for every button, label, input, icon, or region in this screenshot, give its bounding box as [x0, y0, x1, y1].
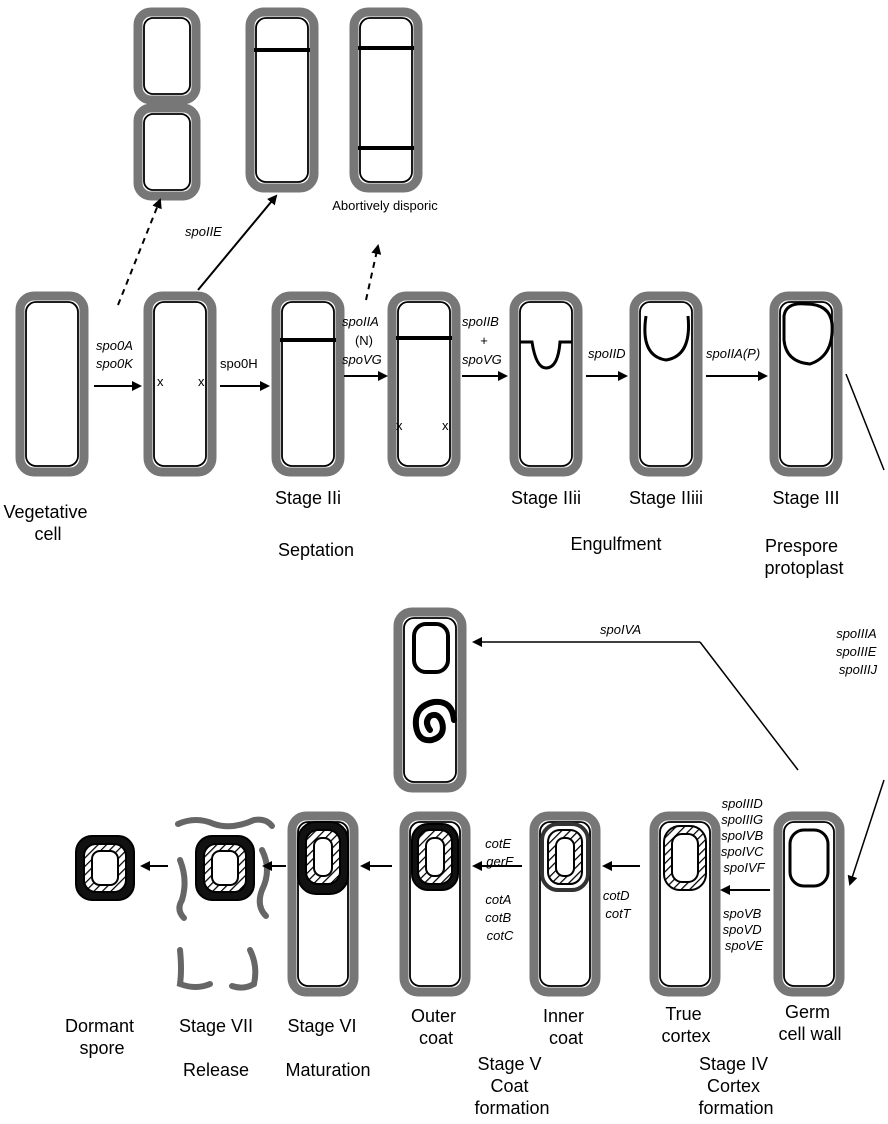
label-outer-coat: Outer coat — [411, 1006, 461, 1048]
stage-iii-cell — [774, 296, 838, 472]
daughter-cell-top — [138, 12, 196, 100]
gene-spoIIB: spoIIB — [462, 314, 499, 329]
dashed-arrow-1 — [118, 200, 160, 305]
label-release: Release — [183, 1060, 249, 1080]
abortive-cell — [354, 12, 418, 188]
gene-spoIIA: spoIIA — [342, 314, 379, 329]
stage-vii-release — [178, 820, 272, 988]
label-engulfment: Engulfment — [570, 534, 661, 554]
lysed-wall-fragment-2 — [179, 860, 184, 918]
gene-spo0H: spo0H — [220, 356, 258, 371]
label-stage-vi: Stage VI — [287, 1016, 356, 1036]
true-cortex-cell — [654, 816, 716, 992]
lysed-wall-fragment-1 — [178, 820, 272, 827]
gene-spoVG-1: spoVG — [342, 352, 382, 367]
gene-list-stage-iv-lower: spoVB spoVD spoVE — [723, 906, 766, 953]
label-true-cortex: True cortex — [661, 1004, 710, 1046]
label-stage-iii-iii: Stage IIiii — [629, 488, 703, 508]
gene-N: (N) — [355, 333, 373, 348]
line-to-spoIVA — [700, 642, 798, 770]
stage-iii-iii-cell — [634, 296, 698, 472]
gene-spoIII-list: spoIIIA spoIIIE spoIIIJ — [836, 626, 880, 677]
gene-list-stage-iv-upper: spoIIID spoIIIG spoIVB spoIVC spoIVF — [721, 796, 767, 875]
marker-x-1: x — [157, 374, 164, 389]
vegetative-cell — [20, 296, 84, 472]
label-stage-iv: Stage IV Cortex formation — [698, 1054, 773, 1118]
gene-spoIID: spoIID — [588, 346, 626, 361]
lysed-wall-fragment-3 — [260, 850, 267, 916]
label-stage-iii-i: Stage IIi — [275, 488, 341, 508]
long-arrow-line — [846, 374, 884, 470]
label-maturation: Maturation — [285, 1060, 370, 1080]
label-stage-v: Stage V Coat formation — [474, 1054, 549, 1118]
marker-x-3: x — [396, 418, 403, 433]
gene-list-cotE-gerE: cotE gerE — [485, 836, 515, 869]
stage-iii-i-cell — [276, 296, 340, 472]
spo0-cell: x x — [148, 296, 212, 472]
gene-list-cotD-cotT: cotD cotT — [603, 888, 633, 921]
label-germ-cell-wall: Germ cell wall — [778, 1002, 841, 1044]
gene-plus: + — [480, 333, 488, 348]
label-inner-coat: Inner coat — [543, 1006, 589, 1048]
outer-coat-cell — [404, 816, 466, 992]
gene-spo0K: spo0K — [96, 356, 134, 371]
label-stage-iii-ii: Stage IIii — [511, 488, 581, 508]
marker-x-4: x — [442, 418, 449, 433]
label-stage-iii: Stage III — [772, 488, 839, 508]
lysed-wall-fragment-4 — [180, 950, 210, 987]
label-prespore: Prespore protoplast — [764, 536, 843, 578]
gene-spoVG-2: spoVG — [462, 352, 502, 367]
spoIIE-arrow — [198, 196, 276, 290]
long-arrow-to-germ — [850, 780, 884, 884]
label-septation: Septation — [278, 540, 354, 560]
gene-spoIVA: spoIVA — [600, 622, 641, 637]
gene-spoIIA-P: spoIIA(P) — [706, 346, 760, 361]
label-vegetative: Vegetative cell — [3, 502, 92, 544]
gene-list-cotABC: cotA cotB cotC — [485, 892, 515, 943]
label-stage-vii: Stage VII — [179, 1016, 253, 1036]
stage-vi-cell — [292, 816, 354, 992]
spoIVA-cell — [398, 612, 462, 788]
abortive-label: Abortively disporic — [332, 198, 438, 213]
gene-spo0A: spo0A — [96, 338, 133, 353]
spoIIA-N-cell: x x — [392, 296, 456, 472]
spoIIE-cell — [250, 12, 314, 188]
daughter-cell-bottom — [138, 108, 196, 196]
stage-iii-ii-cell — [514, 296, 578, 472]
inner-coat-cell — [534, 816, 596, 992]
label-dormant-spore: Dormant spore — [65, 1016, 139, 1058]
germ-cell-wall-cell — [778, 816, 840, 992]
dashed-arrow-2 — [366, 246, 378, 300]
dormant-spore — [76, 836, 134, 900]
spoIIE-gene: spoIIE — [185, 224, 222, 239]
lysed-wall-fragment-5 — [232, 950, 255, 988]
marker-x-2: x — [198, 374, 205, 389]
